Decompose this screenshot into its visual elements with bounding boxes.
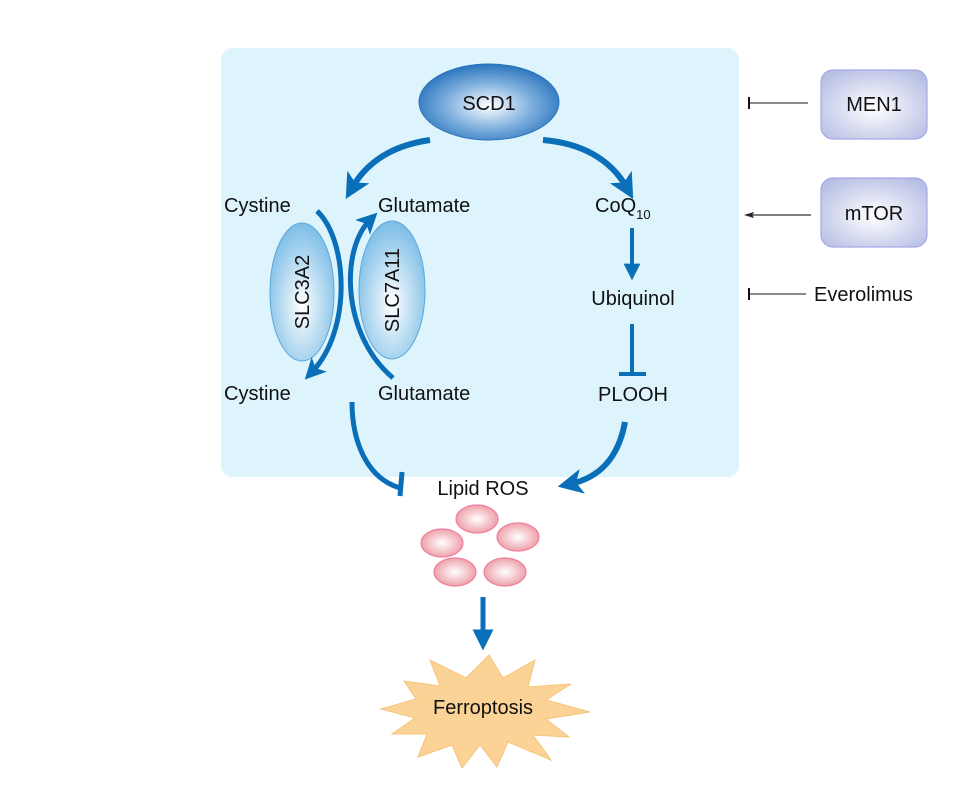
ros-blob [420,528,464,558]
men1-label: MEN1 [846,94,902,116]
inhibit-everolimus [748,288,806,300]
glutamate-top-label: Glutamate [378,195,470,217]
slc3a2-ellipse [269,222,335,362]
mtor-label: mTOR [845,203,904,225]
ros-blob [496,522,540,552]
ferroptosis-node: Ferroptosis [379,654,591,769]
plooh-label: PLOOH [598,384,668,406]
everolimus-label: Everolimus [814,284,913,306]
mtor-node: mTOR [820,177,928,248]
glutamate-bottom-label: Glutamate [378,383,470,405]
ros-blob [433,557,477,587]
inhibit-ubiquinol-to-plooh [619,324,646,376]
scd1-ellipse [418,63,560,141]
arrow-scd1-to-coq10 [542,137,634,199]
ferroptosis-label: Ferroptosis [433,697,533,719]
arrow-plooh-to-lipid-ros [557,421,628,494]
coq-text: CoQ [595,195,636,217]
mtor-box [820,177,928,248]
men1-node: MEN1 [820,69,928,140]
ros-blob [455,504,499,534]
scd1-label: SCD1 [462,93,515,115]
cystine-top-label: Cystine [224,195,291,217]
slc3a2-label: SLC3A2 [292,255,314,330]
arrow-scd1-to-transporter [345,137,431,199]
cystine-bottom-label: Cystine [224,383,291,405]
slc3a2-node: SLC3A2 [269,222,335,362]
ros-cluster [420,504,540,587]
arrow-cystine-import [304,209,344,380]
ros-blob [483,557,527,587]
inhibit-cystine-to-lipid-ros [349,401,405,497]
men1-box [820,69,928,140]
pathway-box [221,48,739,477]
scd1-node: SCD1 [418,63,560,141]
slc7a11-ellipse [358,220,426,360]
ubiquinol-label: Ubiquinol [591,288,674,310]
inhibit-men1 [748,97,808,109]
coq10-label: CoQ10 [595,195,651,222]
coq-subscript: 10 [636,207,650,222]
ferroptosis-starburst [379,654,591,769]
lipid-ros-label: Lipid ROS [437,478,528,500]
slc7a11-label: SLC7A11 [382,248,404,332]
arrow-glutamate-export [347,212,395,380]
slc7a11-node: SLC7A11 [358,220,426,360]
